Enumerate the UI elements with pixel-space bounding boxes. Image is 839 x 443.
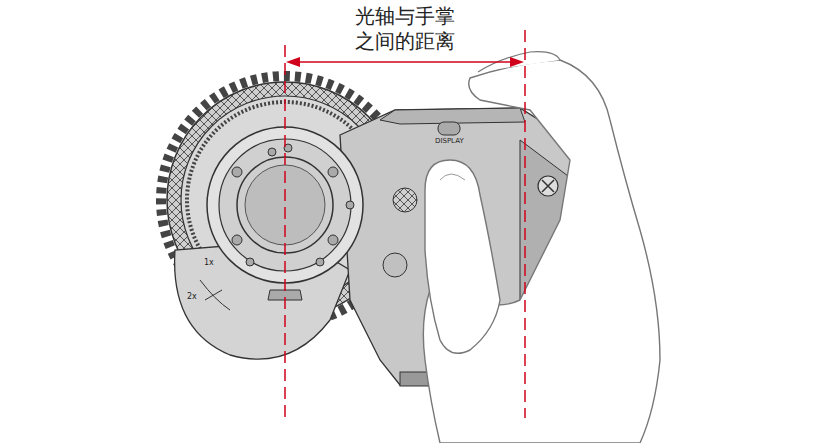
button-label: DISPLAY <box>435 137 464 146</box>
dimension-label: 光轴与手掌之间的距离 <box>349 4 461 54</box>
zoom-mark: 1x <box>204 258 214 268</box>
zoom-mark: 2x <box>187 292 197 302</box>
